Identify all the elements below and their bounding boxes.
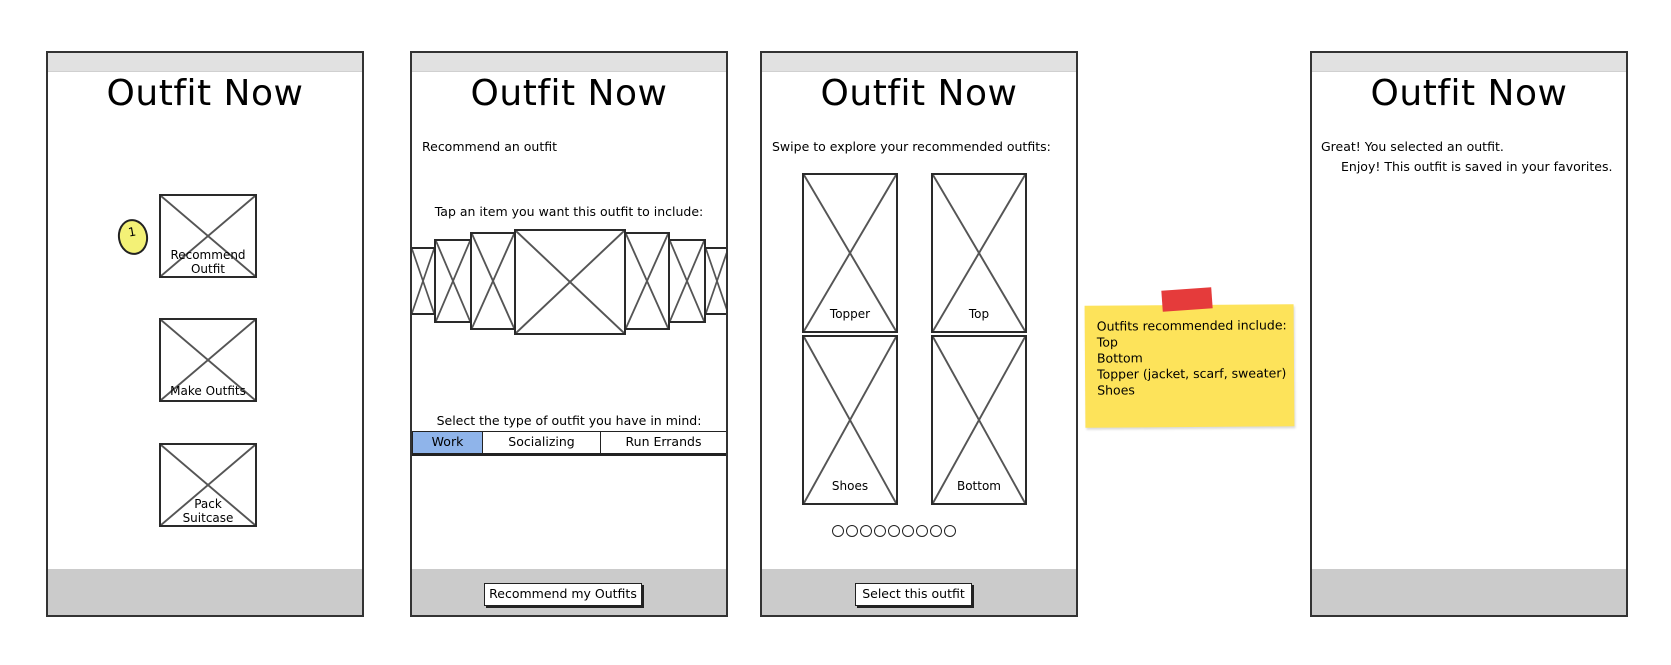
note-line: Top: [1096, 334, 1118, 350]
outfit-item-label: Topper: [829, 307, 871, 321]
page-dot[interactable]: [902, 525, 914, 537]
page-dot[interactable]: [916, 525, 928, 537]
image-placeholder-icon: [472, 234, 514, 328]
image-placeholder-icon: [626, 234, 668, 328]
screen-heading: Recommend an outfit: [422, 139, 558, 154]
image-placeholder-icon: [706, 249, 726, 313]
outfit-item-bottom[interactable]: Bottom: [931, 335, 1027, 505]
screen-heading: Swipe to explore your recommended outfit…: [772, 139, 1051, 154]
image-placeholder-icon: [161, 445, 255, 525]
outfit-item-label: Top: [968, 307, 990, 321]
app-title: Outfit Now: [1370, 73, 1568, 114]
page-dot[interactable]: [944, 525, 956, 537]
app-title: Outfit Now: [820, 73, 1018, 114]
make-outfits-button[interactable]: Make Outfits: [159, 318, 257, 402]
status-bar: [412, 53, 726, 72]
image-placeholder-icon: [933, 175, 1025, 331]
image-placeholder-icon: [670, 241, 704, 321]
outfit-item-shoes[interactable]: Shoes: [802, 335, 898, 505]
image-placeholder-icon: [412, 249, 434, 313]
outfit-item-label: Shoes: [831, 479, 869, 493]
page-dot[interactable]: [860, 525, 872, 537]
recommend-outfit-label: Recommend Outfit: [170, 248, 246, 276]
segment-socializing[interactable]: Socializing: [483, 432, 601, 453]
image-placeholder-icon: [161, 320, 255, 400]
segment-run-errands[interactable]: Run Errands: [625, 434, 702, 449]
page-dot[interactable]: [930, 525, 942, 537]
app-title: Outfit Now: [470, 73, 668, 114]
pack-suitcase-button[interactable]: Pack Suitcase: [159, 443, 257, 527]
make-outfits-label: Make Outfits: [170, 384, 246, 398]
page-indicator[interactable]: [832, 525, 956, 537]
carousel-item[interactable]: [470, 232, 516, 330]
outfit-item-label: Bottom: [956, 479, 1001, 493]
status-bar: [762, 53, 1076, 72]
note-line: Topper (jacket, scarf, sweater): [1097, 365, 1287, 382]
recommend-outfit-button[interactable]: Recommend Outfit: [159, 194, 257, 278]
page-dot[interactable]: [888, 525, 900, 537]
note-line: Outfits recommended include:: [1096, 317, 1287, 334]
bottom-bar: [48, 569, 362, 615]
pack-suitcase-label: Pack Suitcase: [182, 497, 234, 525]
tape-decoration: [1161, 287, 1213, 312]
app-title: Outfit Now: [106, 73, 304, 114]
note-line: Shoes: [1097, 382, 1135, 398]
type-prompt: Select the type of outfit you have in mi…: [436, 413, 702, 428]
screen-results: Outfit Now Swipe to explore your recomme…: [760, 51, 1078, 617]
outfit-item-top[interactable]: Top: [931, 173, 1027, 333]
page-dot[interactable]: [874, 525, 886, 537]
favorites-message: Enjoy! This outfit is saved in your favo…: [1341, 159, 1613, 174]
sticky-note: Outfits recommended include: Top Bottom …: [1084, 304, 1295, 428]
image-placeholder-icon: [436, 241, 470, 321]
page-dot[interactable]: [846, 525, 858, 537]
image-placeholder-icon: [516, 231, 624, 333]
confirmation-message: Great! You selected an outfit.: [1321, 139, 1504, 154]
segment-work[interactable]: Work: [413, 432, 483, 453]
screen-recommend: Outfit Now Recommend an outfit Tap an it…: [410, 51, 728, 617]
carousel-item-selected[interactable]: [514, 229, 626, 335]
page-dot[interactable]: [832, 525, 844, 537]
image-placeholder-icon: [161, 196, 255, 276]
image-placeholder-icon: [933, 337, 1025, 503]
carousel-item[interactable]: [434, 239, 472, 323]
carousel-item[interactable]: [624, 232, 670, 330]
screen-confirmation: Outfit Now Great! You selected an outfit…: [1310, 51, 1628, 617]
carousel-prompt: Tap an item you want this outfit to incl…: [434, 204, 704, 219]
note-line: Bottom: [1096, 350, 1143, 366]
status-bar: [1312, 53, 1626, 72]
image-placeholder-icon: [804, 337, 896, 503]
outfit-item-topper[interactable]: Topper: [802, 173, 898, 333]
carousel-item[interactable]: [412, 247, 436, 315]
status-bar: [48, 53, 362, 72]
outfit-type-segmented-control[interactable]: Work Socializing Run Errands: [412, 431, 726, 454]
screen-home: Outfit Now Recommend Outfit Make Outfits…: [46, 51, 364, 617]
bottom-bar: [1312, 569, 1626, 615]
carousel-item[interactable]: [704, 247, 726, 315]
image-placeholder-icon: [804, 175, 896, 331]
select-outfit-button[interactable]: Select this outfit: [855, 583, 972, 606]
recommend-my-outfits-button[interactable]: Recommend my Outfits: [484, 583, 642, 606]
carousel-item[interactable]: [668, 239, 706, 323]
